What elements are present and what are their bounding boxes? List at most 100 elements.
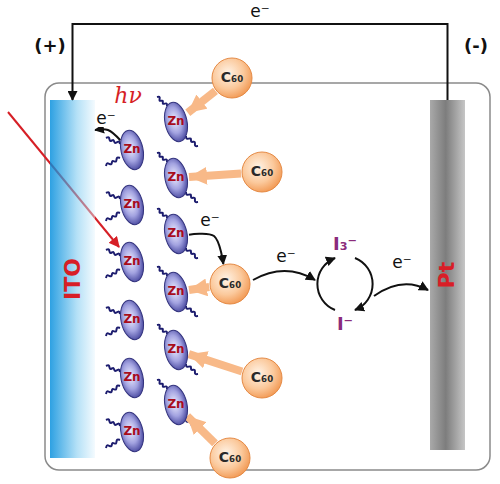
node-label: Zn [123, 143, 140, 156]
c60-fullerene: C₆₀ [209, 437, 251, 479]
alkyl-chain [106, 212, 120, 221]
fullerene-ball [210, 438, 250, 478]
alkyl-chain [186, 248, 198, 258]
zn-porphyrin: Zn [163, 328, 189, 372]
fullerene-ball [242, 152, 282, 192]
alkyl-chain [186, 136, 198, 146]
electron-arrow [374, 284, 428, 296]
porphyrin-disc [161, 328, 191, 372]
node-label: C₆₀ [221, 70, 244, 85]
porphyrin-disc [161, 156, 191, 200]
node-label: C₆₀ [219, 276, 242, 291]
ito-electrode: ITO [50, 100, 95, 458]
porphyrin-disc [161, 100, 191, 144]
zn-porphyrin: Zn [119, 356, 145, 400]
zn-porphyrin: Zn [119, 240, 145, 284]
porphyrin-disc [117, 410, 147, 454]
alkyl-chain [106, 385, 120, 394]
electron-flow-arrow [189, 234, 223, 264]
node-label: Zn [123, 371, 140, 384]
light-symbol: hν [113, 84, 143, 108]
node-label: C₆₀ [251, 164, 274, 179]
binding-arrow [189, 354, 242, 371]
electron-label: e⁻ [95, 109, 116, 128]
alkyl-chain [106, 269, 120, 278]
porphyrin-disc [117, 240, 147, 284]
node-label: C₆₀ [219, 450, 242, 465]
triiodide-label: I₃⁻ [332, 234, 358, 254]
porphyrin-disc [117, 356, 147, 400]
zn-porphyrin: Zn [119, 298, 145, 342]
alkyl-chain [157, 97, 167, 106]
node-label: Zn [123, 313, 140, 326]
alkyl-chain [186, 306, 198, 316]
pt-electrode: Pt [430, 100, 465, 450]
alkyl-chain [157, 267, 167, 276]
node-label: ITO [60, 258, 84, 300]
node-label: Zn [123, 425, 140, 438]
alkyl-chain [106, 307, 120, 314]
alkyl-chain [186, 192, 198, 202]
binding-arrow [187, 416, 215, 443]
alkyl-chain [106, 419, 120, 426]
electron-label: e⁻ [391, 253, 412, 272]
alkyl-chain [106, 249, 120, 256]
node-label: Zn [167, 398, 184, 411]
zn-porphyrin: Zn [119, 128, 145, 172]
node-label: Zn [123, 198, 140, 211]
alkyl-chain [106, 365, 120, 372]
node-label: Zn [167, 227, 184, 240]
node-label: Zn [123, 255, 140, 268]
alkyl-chains [106, 97, 198, 448]
polarity-sign: (-) [463, 36, 489, 56]
alkyl-chain [157, 380, 167, 389]
porphyrin-disc [117, 128, 147, 172]
alkyl-chain [157, 325, 167, 334]
porphyrin-disc [161, 212, 191, 256]
node-label: Zn [167, 171, 184, 184]
cell-housing [45, 83, 490, 470]
alkyl-chain [106, 192, 120, 199]
porphyrin-disc [117, 298, 147, 342]
redox-cycle-arrow [317, 258, 335, 310]
c60-fullerene: C₆₀ [241, 151, 283, 193]
zn-porphyrin: Zn [163, 383, 189, 427]
electron-flow-arrow [95, 129, 120, 140]
node-label: C₆₀ [251, 370, 274, 385]
node-label: Zn [167, 115, 184, 128]
alkyl-chain [186, 364, 198, 374]
zn-porphyrin: Zn [163, 156, 189, 200]
alkyl-chain [106, 157, 120, 166]
node-label: Zn [167, 343, 184, 356]
porphyrin-disc [161, 383, 191, 427]
fullerene-ball [242, 358, 282, 398]
binding-arrow [188, 91, 216, 113]
iodide-label: I⁻ [336, 314, 354, 334]
fullerene-ball [212, 58, 252, 98]
node-label: Zn [167, 285, 184, 298]
binding-arrow [189, 173, 241, 177]
porphyrin-disc [117, 183, 147, 227]
electron-label: e⁻ [199, 211, 220, 230]
binding-arrow [189, 287, 209, 290]
alkyl-chain [157, 209, 167, 218]
porphyrin-disc [161, 270, 191, 314]
zn-porphyrin: Zn [163, 100, 189, 144]
electron-label: e⁻ [275, 247, 296, 266]
zn-porphyrin: Zn [119, 183, 145, 227]
alkyl-chain [106, 439, 120, 448]
electron-arrow [253, 271, 315, 280]
alkyl-chain [106, 327, 120, 336]
zn-porphyrin: Zn [163, 270, 189, 314]
c60-fullerene: C₆₀ [209, 263, 251, 305]
node-label: Pt [435, 262, 459, 289]
redox-cycle-arrow [355, 258, 373, 310]
electron-label: e⁻ [249, 2, 270, 21]
c60-fullerene: C₆₀ [241, 357, 283, 399]
polarity-sign: (+) [33, 36, 67, 56]
c60-fullerene: C₆₀ [211, 57, 253, 99]
zn-porphyrin: Zn [119, 410, 145, 454]
fullerene-ball [210, 264, 250, 304]
zn-porphyrin: Zn [163, 212, 189, 256]
alkyl-chain [157, 153, 167, 162]
